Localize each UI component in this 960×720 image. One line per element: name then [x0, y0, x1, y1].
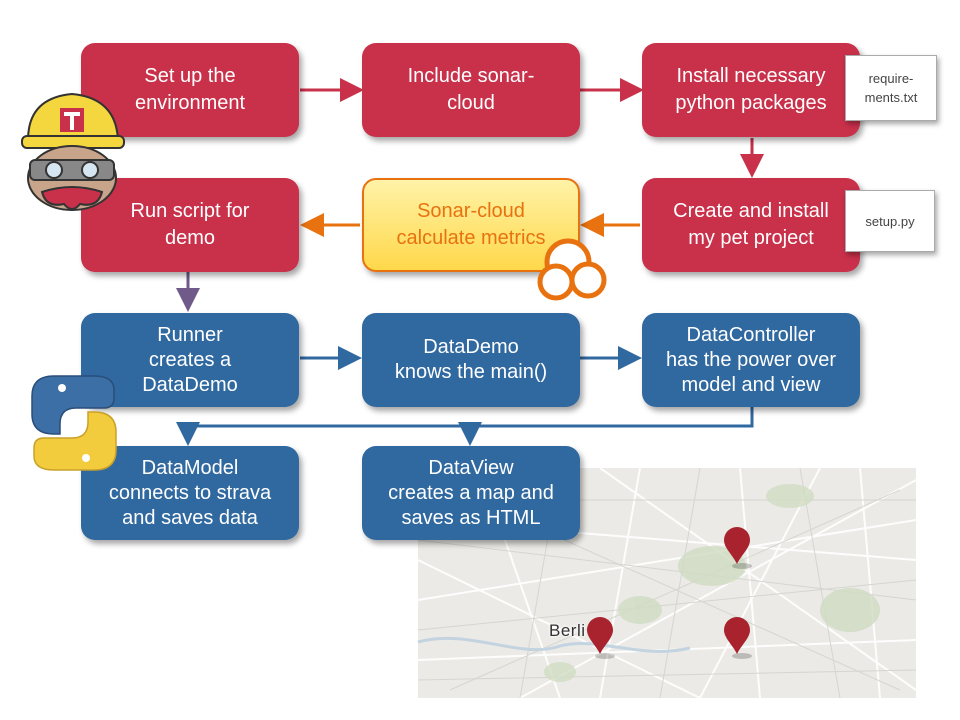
step-label: Set up the environment: [134, 65, 246, 114]
map-pin-icon: [724, 617, 752, 659]
map-pin-icon: [724, 527, 752, 569]
class-label: DataView creates a map and saves as HTML: [388, 456, 554, 529]
step-sonarcloud-metrics: Sonar-cloud calculate metrics: [362, 178, 580, 272]
connector-controller-branch: [188, 406, 754, 428]
document-label: setup.py: [865, 213, 915, 229]
setup-py-document: setup.py: [845, 190, 935, 252]
class-label: Runner creates a DataDemo: [142, 323, 238, 396]
step-label: Include sonar- cloud: [407, 65, 535, 114]
class-label: DataController has the power over model …: [665, 323, 837, 396]
class-datacontroller: DataController has the power over model …: [642, 313, 860, 407]
class-runner: Runner creates a DataDemo: [81, 313, 299, 407]
step-label: Create and install my pet project: [673, 200, 829, 249]
class-label: DataModel connects to strava and saves d…: [108, 456, 272, 529]
document-label: require- ments.txt: [864, 71, 918, 105]
class-dataview: DataView creates a map and saves as HTML: [362, 446, 580, 540]
step-label: Run script for demo: [130, 200, 250, 249]
step-include-sonarcloud: Include sonar- cloud: [362, 43, 580, 137]
step-setup-environment: Set up the environment: [81, 43, 299, 137]
map-city-label: Berli: [549, 621, 586, 640]
class-datademo: DataDemo knows the main(): [362, 313, 580, 407]
requirements-txt-document: require- ments.txt: [845, 55, 937, 121]
step-run-script: Run script for demo: [81, 178, 299, 272]
class-label: DataDemo knows the main(): [394, 336, 548, 383]
class-datamodel: DataModel connects to strava and saves d…: [81, 446, 299, 540]
step-install-packages: Install necessary python packages: [642, 43, 860, 137]
step-create-install-project: Create and install my pet project: [642, 178, 860, 272]
map-pin-icon: [587, 617, 615, 659]
step-label: Install necessary python packages: [675, 65, 827, 114]
step-label: Sonar-cloud calculate metrics: [396, 200, 546, 249]
